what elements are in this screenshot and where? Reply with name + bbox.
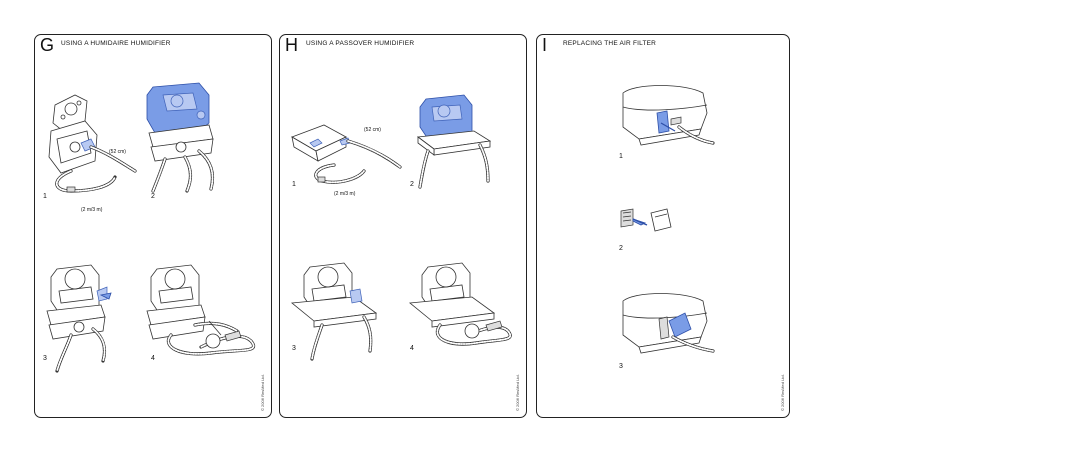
step-number: 2 — [410, 181, 414, 188]
panel-letter: I — [542, 35, 548, 55]
panel-humidaire: G USING A HUMIDAIRE HUMIDIFIER (52 cm) (… — [34, 34, 272, 418]
long-tube-label: (2 m/3 m) — [334, 191, 356, 197]
step-number: 1 — [43, 193, 47, 200]
step-number: 3 — [619, 363, 623, 370]
illustration-filter-step-2 — [620, 208, 672, 232]
step-number: 3 — [292, 345, 296, 352]
panel-air-filter: I REPLACING THE AIR FILTER 1 2 3 © 2006 … — [536, 34, 790, 418]
illustration-humidaire-step-3 — [46, 264, 112, 373]
panel-passover: H USING A PASSOVER HUMIDIFIER (52 cm) (2… — [279, 34, 527, 418]
panel-letter: G — [40, 35, 55, 55]
illustration-passover-step-3 — [290, 262, 378, 361]
short-tube-label: (52 cm) — [109, 149, 126, 155]
illustration-passover-step-4 — [408, 262, 512, 346]
copyright: © 2006 ResMed Ltd. — [515, 374, 520, 411]
copyright: © 2006 ResMed Ltd. — [260, 374, 265, 411]
panel-letter: H — [285, 35, 298, 55]
illustration-humidaire-step-4 — [146, 264, 256, 356]
panel-title: USING A PASSOVER HUMIDIFIER — [306, 40, 415, 47]
copyright: © 2006 ResMed Ltd. — [780, 374, 785, 411]
illustration-humidaire-step-1 — [48, 94, 137, 193]
short-tube-label: (52 cm) — [364, 127, 381, 133]
long-tube-label: (2 m/3 m) — [81, 207, 103, 213]
illustration-filter-step-1 — [622, 85, 715, 146]
step-number: 4 — [151, 355, 155, 362]
step-number: 2 — [619, 245, 623, 252]
panel-title: USING A HUMIDAIRE HUMIDIFIER — [61, 40, 171, 47]
step-number: 1 — [292, 181, 296, 188]
illustration-filter-step-3 — [622, 293, 715, 354]
step-number: 4 — [410, 345, 414, 352]
illustration-passover-step-2 — [416, 94, 492, 189]
step-number: 2 — [151, 193, 155, 200]
panel-title: REPLACING THE AIR FILTER — [563, 40, 657, 47]
step-number: 3 — [43, 355, 47, 362]
illustration-passover-step-1 — [291, 124, 402, 184]
illustration-humidaire-step-2 — [146, 82, 215, 193]
step-number: 1 — [619, 153, 623, 160]
